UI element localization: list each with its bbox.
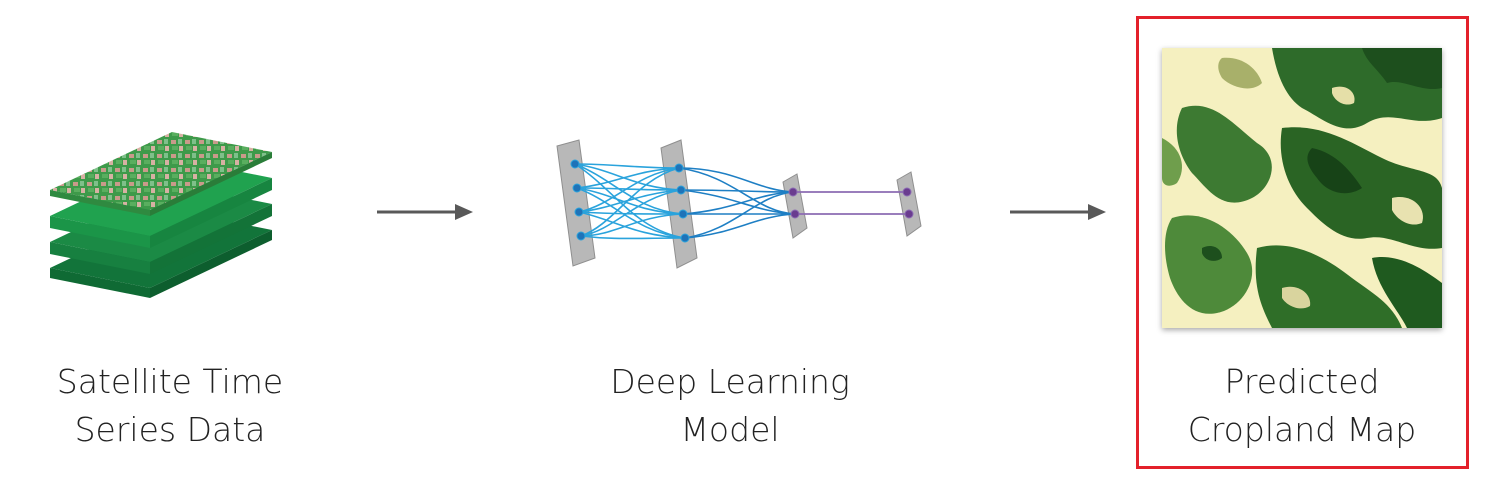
cropland-map-image	[1162, 48, 1442, 328]
satellite-stack-icon	[50, 132, 272, 298]
satellite-label-line2: Series Data	[74, 410, 266, 449]
arrow-2	[1010, 204, 1106, 220]
output-label-line2: Cropland Map	[1187, 410, 1417, 449]
model-label-line1: Deep Learning	[610, 362, 850, 401]
model-stage	[555, 139, 935, 280]
output-highlight-box	[1136, 16, 1469, 469]
model-label: Deep Learning Model	[580, 358, 880, 454]
satellite-label: Satellite Time Series Data	[20, 358, 320, 454]
output-stage	[1162, 48, 1442, 328]
satellite-label-line1: Satellite Time	[56, 362, 284, 401]
satellite-stage	[30, 110, 290, 310]
output-label-line1: Predicted	[1224, 362, 1380, 401]
model-label-line2: Model	[680, 410, 780, 449]
output-label: Predicted Cropland Map	[1152, 358, 1452, 454]
arrow-1	[377, 204, 473, 220]
neural-network-icon	[556, 139, 922, 269]
